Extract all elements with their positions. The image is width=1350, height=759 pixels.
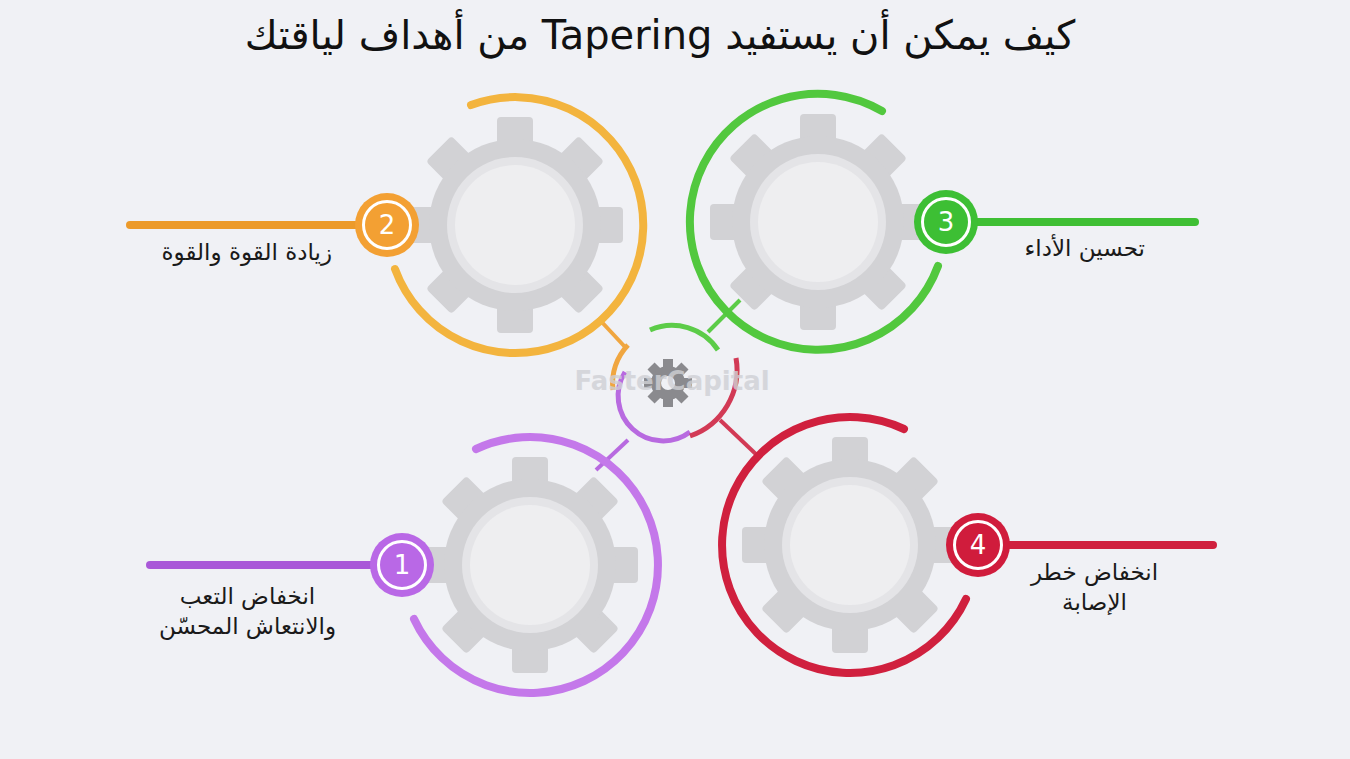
callout-number: 1 — [394, 552, 411, 578]
callout-number: 4 — [970, 532, 987, 558]
numbered-badge: 4انخفاض خطر الإصابة — [946, 513, 1010, 577]
hub-arc — [650, 325, 718, 350]
callout-bar — [150, 561, 375, 569]
benefit-label: انخفاض خطر الإصابة — [1007, 558, 1182, 618]
hub-spoke — [720, 420, 760, 458]
badge-disc: 1 — [377, 540, 427, 590]
benefit-label: زيادة القوة والقوة — [162, 238, 332, 268]
gear — [742, 437, 958, 653]
gear-ring — [690, 94, 938, 350]
gear-ring — [722, 417, 966, 673]
numbered-badge: 3تحسين الأداء — [914, 190, 978, 254]
badge-disc: 2 — [362, 200, 412, 250]
callout-bar — [976, 218, 1195, 226]
callout-bar — [130, 221, 360, 229]
benefit-label: تحسين الأداء — [1025, 234, 1145, 264]
badge-disc: 3 — [921, 197, 971, 247]
gear — [422, 457, 638, 673]
callout-bar — [1008, 541, 1213, 549]
callout-number: 3 — [938, 209, 955, 235]
gear — [710, 114, 926, 330]
callout-number: 2 — [379, 212, 396, 238]
diagram-title: كيف يمكن أن يستفيد Tapering من أهداف ليا… — [245, 12, 1076, 58]
watermark: FasterCapital — [574, 366, 769, 396]
badge-disc: 4 — [953, 520, 1003, 570]
numbered-badge: 1انخفاض التعب والانتعاش المحسّن — [370, 533, 434, 597]
benefit-label: انخفاض التعب والانتعاش المحسّن — [155, 582, 340, 642]
numbered-badge: 2زيادة القوة والقوة — [355, 193, 419, 257]
gear-ring — [395, 97, 643, 353]
gear-ring — [414, 437, 658, 693]
gear — [407, 117, 623, 333]
